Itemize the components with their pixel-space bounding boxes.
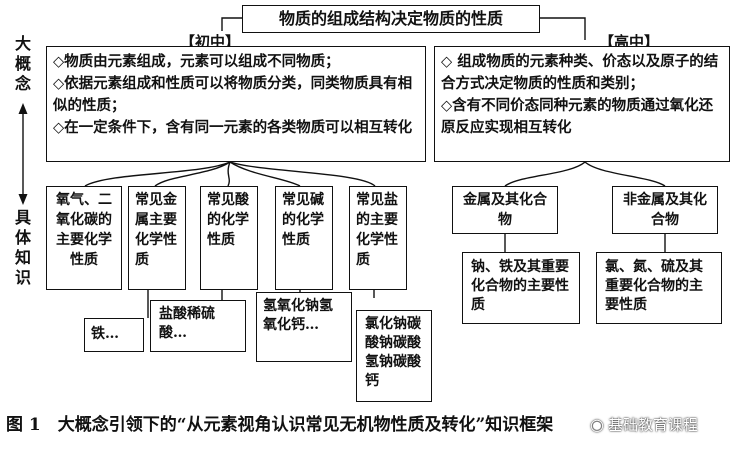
junior-concept-3: ◇在一定条件下，含有同一元素的各类物质可以相互转化	[53, 119, 413, 136]
topic-oxygen-co2: 氧气、二氧化碳的主要化学性质	[46, 186, 122, 290]
example-acid: 盐酸稀硫酸…	[150, 300, 246, 352]
topic-metal-compounds: 金属及其化合物	[452, 186, 558, 234]
topic-base: 常见碱的化学性质	[275, 186, 333, 290]
watermark: ◉ 基础教育课程	[590, 414, 698, 435]
example-base: 氢氧化钠氢氧化钙…	[256, 292, 352, 362]
senior-concept-2: ◇含有不同价态同种元素的物质通过氧化还原反应实现相互转化	[441, 97, 714, 136]
example-salt: 氯化钠碳酸钠碳酸氢钠碳酸钙	[356, 310, 432, 402]
watermark-text: 基础教育课程	[607, 417, 698, 434]
junior-concept-2: ◇依据元素组成和性质可以将物质分类，同类物质具有相似的性质；	[53, 75, 413, 114]
figure-caption: 图 1 大概念引领下的“从元素视角认识常见无机物性质及转化”知识框架	[6, 415, 554, 435]
topic-acid: 常见酸的化学性质	[200, 186, 258, 290]
topic-metal: 常见金属主要化学性质	[128, 186, 186, 290]
senior-concept-1: ◇ 组成物质的元素种类、价态以及原子的结合方式决定物质的性质和类别；	[441, 53, 719, 92]
topic-salt: 常见盐的主要化学性质	[349, 186, 407, 290]
example-nonmetal-compounds: 氯、氮、硫及其重要化合物的主要性质	[596, 252, 722, 324]
specific-knowledge-label: 具体知识	[14, 208, 31, 287]
senior-concepts-box: ◇ 组成物质的元素种类、价态以及原子的结合方式决定物质的性质和类别； ◇含有不同…	[434, 46, 730, 162]
junior-concepts-box: ◇物质由元素组成，元素可以组成不同物质； ◇依据元素组成和性质可以将物质分类，同…	[46, 46, 426, 162]
example-metal: 铁…	[84, 318, 144, 352]
wechat-icon: ◉	[590, 416, 604, 434]
junior-concept-1: ◇物质由元素组成，元素可以组成不同物质；	[53, 53, 340, 70]
example-metal-compounds: 钠、铁及其重要化合物的主要性质	[462, 252, 580, 324]
title-box: 物质的组成结构决定物质的性质	[242, 5, 540, 33]
topic-nonmetal-compounds: 非金属及其化合物	[612, 186, 718, 234]
big-concept-label: 大概念	[14, 34, 31, 93]
